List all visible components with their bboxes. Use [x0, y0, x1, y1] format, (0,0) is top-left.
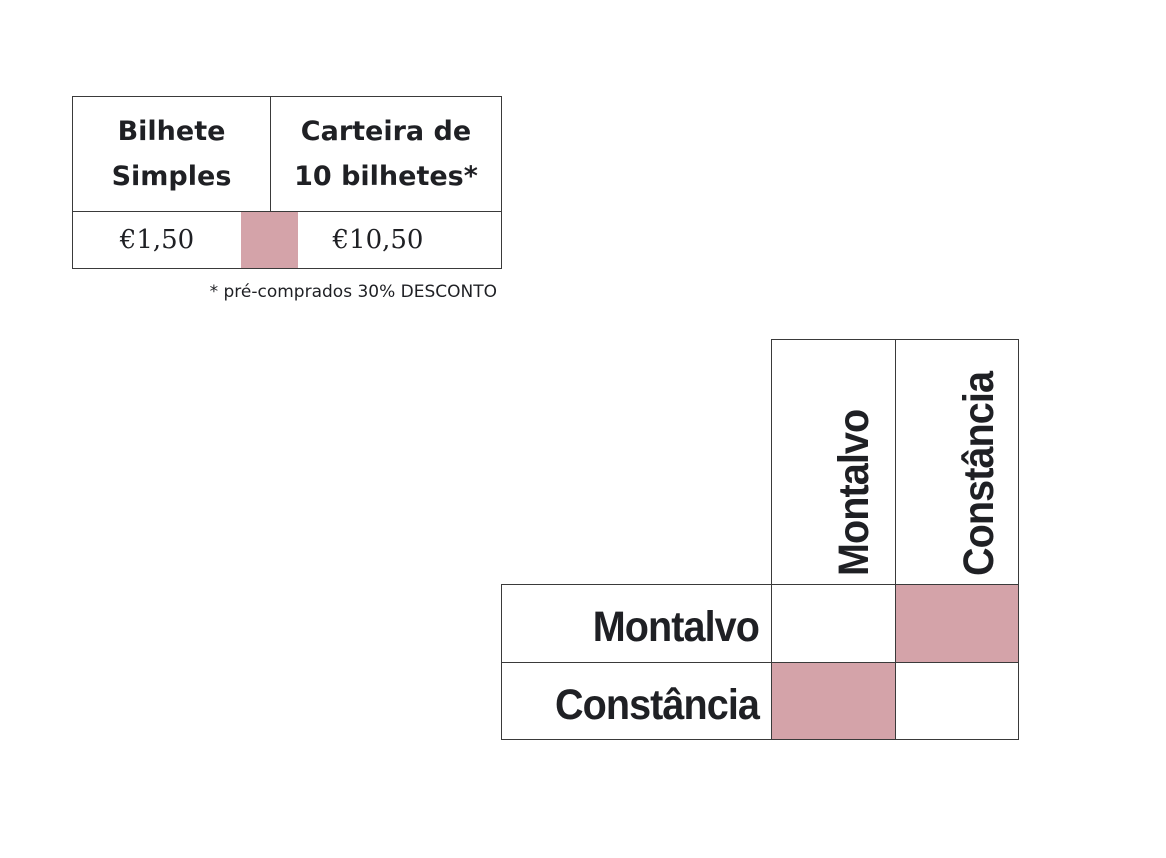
price-table-header-separator [270, 96, 271, 212]
price-table-border-bottom [72, 268, 502, 269]
header-ticket-book-line2: 10 bilhetes* [294, 161, 478, 192]
price-table-border-top [72, 96, 502, 97]
column-header-montalvo: Montalvo [830, 409, 878, 576]
cell-constancia-montalvo [772, 663, 895, 739]
price-table-divider [72, 211, 502, 212]
price-table-border-left [72, 96, 73, 269]
header-single-ticket: Bilhete Simples [73, 97, 270, 211]
header-single-ticket-line2: Simples [111, 161, 232, 192]
row-header-montalvo: Montalvo [592, 603, 760, 651]
matrix-border-right [1018, 339, 1019, 740]
price-single-ticket: €1,50 [119, 225, 195, 255]
row-header-constancia: Constância [554, 681, 760, 729]
cell-montalvo-constancia [896, 585, 1018, 662]
price-ticket-book: €10,50 [332, 225, 424, 255]
price-separator-highlight [241, 212, 298, 268]
matrix-border-left [501, 584, 502, 740]
matrix-header-divider [501, 584, 1019, 585]
header-ticket-book-line1: Carteira de [300, 116, 472, 147]
column-header-constancia: Constância [955, 371, 1003, 576]
matrix-label-separator [771, 339, 772, 740]
price-table-border-right [501, 96, 502, 269]
discount-footnote: * pré-comprados 30% DESCONTO [209, 282, 497, 302]
matrix-border-bottom [501, 739, 1019, 740]
matrix-column-separator [895, 339, 896, 740]
header-single-ticket-line1: Bilhete [117, 116, 226, 147]
matrix-row-divider [501, 662, 1019, 663]
header-ticket-book: Carteira de 10 bilhetes* [271, 97, 501, 211]
